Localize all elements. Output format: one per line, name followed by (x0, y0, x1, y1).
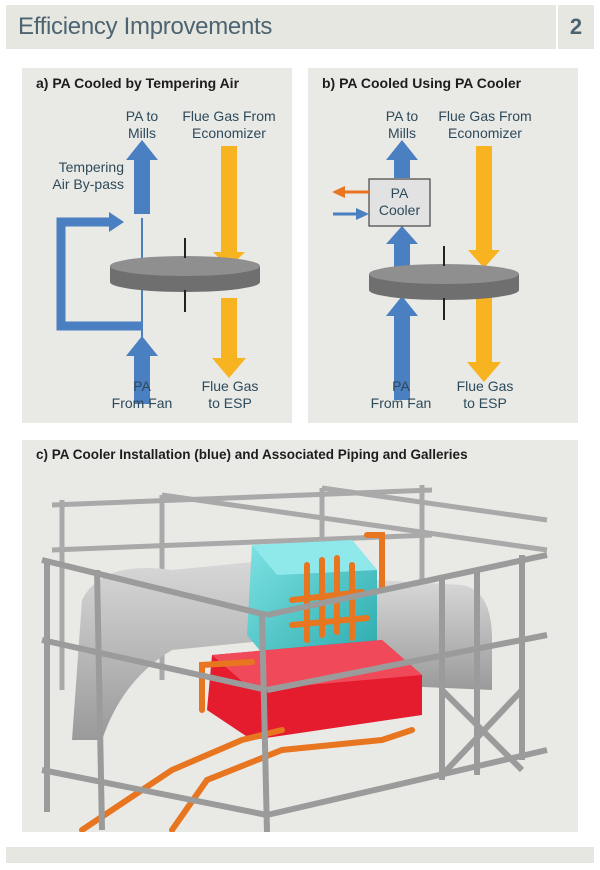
pa-duct-lower (394, 314, 410, 400)
pa-duct-upper (134, 158, 150, 214)
footer-bar (6, 847, 594, 863)
pa-duct-middle (394, 242, 410, 272)
panel-a-diagram (56, 140, 260, 404)
pa-duct-top (394, 158, 410, 178)
bypass-arrowhead (109, 212, 124, 232)
flue-duct-upper (476, 146, 492, 256)
tempering-label: Tempering Air By-pass (52, 159, 124, 192)
page-title: Efficiency Improvements (18, 13, 273, 40)
heater-disk-top (369, 264, 519, 284)
pa-arrowhead-top (386, 140, 418, 160)
pa-duct-lower (134, 354, 150, 404)
pa-to-mills-label: PA to Mills (125, 108, 159, 141)
flue-to-label: Flue Gas to ESP (201, 378, 259, 411)
page-number-box: 2 (558, 5, 594, 49)
pa-from-fan-label: PA From Fan (370, 378, 432, 411)
flue-arrowhead-lower (212, 358, 246, 378)
bypass-duct (56, 217, 142, 331)
cooler-outflow-arrowhead (332, 186, 345, 198)
pa-cooler-box (368, 178, 431, 227)
panel-a: a) PA Cooled by Tempering Air PA to Mill… (22, 68, 292, 423)
flue-duct-upper (221, 146, 237, 258)
pa-cooler-label: PA Cooler (378, 185, 421, 218)
heater-disk-bottom (110, 272, 260, 292)
steel-frame-front (41, 552, 548, 832)
cooler-inflow-arrowhead (356, 208, 369, 220)
flue-from-label: Flue Gas From Economizer (182, 108, 276, 141)
flue-arrowhead-upper (468, 250, 500, 268)
panel-b: b) PA Cooled Using PA Cooler PA to Mills… (308, 68, 578, 423)
flue-duct-lower (221, 298, 237, 364)
flue-from-label: Flue Gas From Economizer (438, 108, 532, 141)
heater-disk-top (110, 256, 260, 276)
panel-c: c) PA Cooler Installation (blue) and Ass… (22, 440, 578, 832)
panel-a-title: a) PA Cooled by Tempering Air (36, 75, 240, 91)
header-bar: Efficiency Improvements (6, 5, 556, 49)
pa-arrowhead-middle (386, 226, 418, 244)
page-number: 2 (569, 14, 583, 39)
panel-b-title: b) PA Cooled Using PA Cooler (322, 75, 522, 91)
flue-duct-lower (476, 294, 492, 368)
pa-to-mills-label: PA to Mills (385, 108, 419, 141)
pa-arrowhead-top (126, 140, 158, 160)
flue-arrowhead-lower (467, 362, 501, 382)
pa-arrowhead-bottom (126, 336, 158, 356)
installation-render (41, 485, 548, 832)
panel-c-title: c) PA Cooler Installation (blue) and Ass… (36, 447, 468, 462)
orange-piping (79, 532, 415, 832)
pa-arrowhead-bottom (386, 296, 418, 316)
pa-cooler-top (252, 540, 377, 575)
panel-b-diagram (332, 140, 519, 400)
heater-disk-bottom (369, 280, 519, 300)
flue-to-label: Flue Gas to ESP (456, 378, 514, 411)
pa-from-fan-label: PA From Fan (111, 378, 173, 411)
